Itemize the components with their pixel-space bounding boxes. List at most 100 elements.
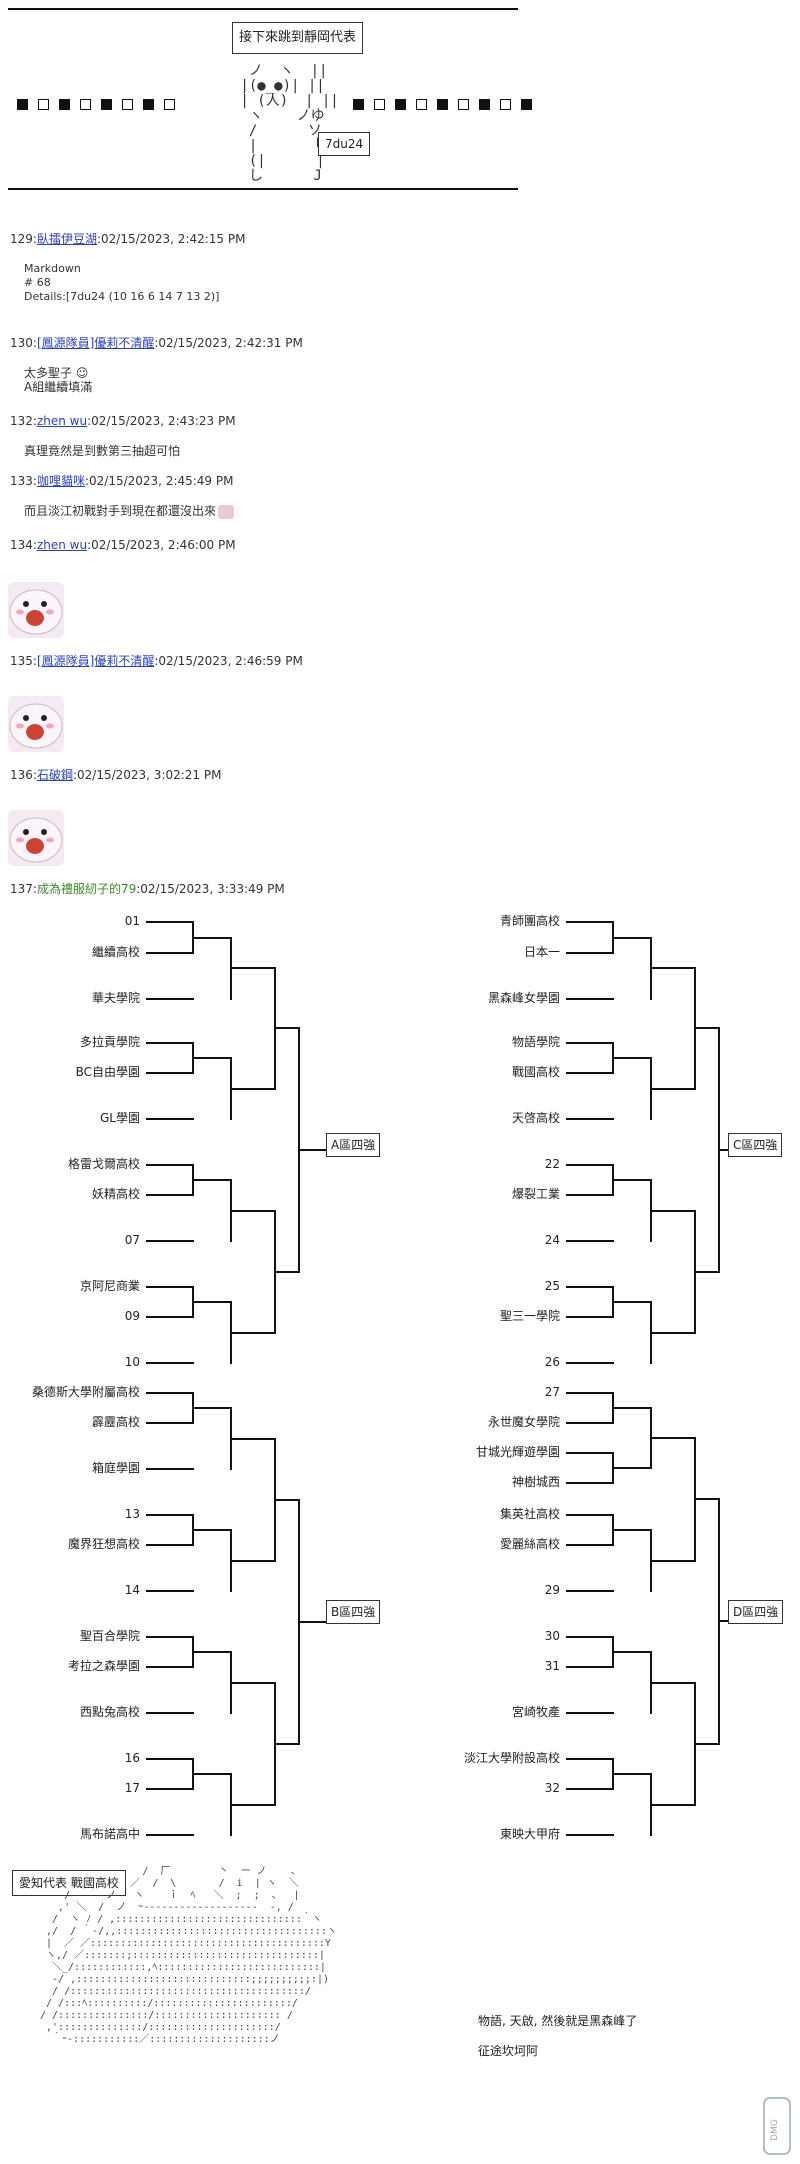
post-time: :02/15/2023, 2:46:59 PM: [154, 654, 303, 668]
bracket-line: [694, 1437, 696, 1562]
bracket-line: [274, 1270, 300, 1273]
user-link[interactable]: zhen wu: [36, 414, 88, 428]
bracket-line: [230, 1087, 276, 1090]
bracket-line: [650, 1301, 652, 1364]
post-body: 太多聖子 ☺ A組繼續填滿: [24, 366, 93, 394]
bracket-stub: [566, 1316, 614, 1318]
bracket-line: [192, 1392, 194, 1424]
team-name-left: 西點兔高校: [79, 1705, 140, 1719]
user-link[interactable]: [鳳源隊員]優莉不清醒: [36, 336, 155, 350]
bracket-line: [192, 936, 232, 939]
post-number: 130:: [10, 336, 37, 350]
bracket-line: [612, 1529, 652, 1531]
bracket-line: [192, 1179, 232, 1181]
bracket-line: [192, 1758, 194, 1790]
bracket-line: [612, 1636, 614, 1668]
bracket-line: [230, 1651, 232, 1714]
laughing-face-sticker-icon: [8, 696, 64, 752]
bracket-line: [650, 1559, 696, 1562]
bracket-line: [192, 1651, 232, 1653]
team-name-right: 神樹城西: [511, 1475, 560, 1489]
footer-label-box: 愛知代表 戰國高校: [12, 1870, 126, 1896]
post-body: Markdown # 68 Details:[7du24 (10 16 6 14…: [24, 262, 220, 303]
bracket-line: [192, 1529, 232, 1531]
bracket-line: [612, 1179, 652, 1181]
post-header: 130:[鳳源隊員]優莉不清醒:02/15/2023, 2:42:31 PM: [10, 336, 303, 350]
bracket-stub: [566, 1482, 614, 1484]
team-name-right: 29: [544, 1583, 560, 1597]
bracket-line: [230, 1803, 276, 1806]
bracket-line: [192, 1407, 232, 1409]
team-name-right: 31: [544, 1659, 560, 1673]
footer-comment-2: 征途坎坷阿: [478, 2044, 539, 2058]
post-number: 134:: [10, 538, 37, 552]
bracket-stub: [566, 1712, 614, 1714]
team-name-right: 爆裂工業: [511, 1187, 560, 1201]
team-name-right: 愛麗絲高校: [499, 1537, 560, 1551]
user-link[interactable]: 成為禮服紉子的79: [36, 882, 137, 896]
user-link[interactable]: 臥擂伊豆湖: [36, 232, 97, 246]
post-number: 137:: [10, 882, 37, 896]
bracket-stub: [146, 1788, 194, 1790]
bracket-line: [650, 1803, 696, 1806]
team-name-right: 22: [544, 1157, 560, 1171]
user-link[interactable]: 咖哩貓咪: [36, 474, 85, 488]
bracket-line: [612, 921, 614, 954]
bracket-stub: [146, 1316, 194, 1318]
team-name-right: 聖三一學院: [499, 1309, 560, 1323]
bracket-line: [274, 1498, 300, 1501]
bracket-stub: [566, 1164, 614, 1166]
group-b-box: B區四強: [326, 1600, 381, 1624]
bracket-line: [298, 1498, 300, 1745]
team-name-right: 24: [544, 1233, 560, 1247]
bracket-line: [650, 1681, 696, 1684]
bracket-line: [192, 1773, 232, 1775]
team-name-right: 青師團高校: [499, 914, 560, 928]
team-name-right: 集英社高校: [499, 1507, 560, 1521]
footer-comment-1: 物語, 天啟, 然後就是黑森峰了: [478, 2014, 638, 2028]
team-name-left: 17: [124, 1781, 140, 1795]
user-link[interactable]: [鳳源隊員]優莉不清醒: [36, 654, 155, 668]
user-link[interactable]: 石破鋼: [36, 768, 73, 782]
post-number: 132:: [10, 414, 37, 428]
team-name-left: 魔界狂想高校: [67, 1537, 140, 1551]
bracket-stub: [146, 1514, 194, 1516]
bracket-stub: [146, 1072, 194, 1074]
team-name-left: 13: [124, 1507, 140, 1521]
bracket-line: [230, 1559, 276, 1562]
team-name-right: 30: [544, 1629, 560, 1643]
bracket-line: [612, 1057, 652, 1059]
team-name-left: 霹靂高校: [91, 1415, 140, 1429]
bracket-line: [192, 1042, 194, 1074]
bracket-line: [612, 1651, 652, 1653]
bracket-line: [650, 1179, 652, 1242]
bracket-stub: [566, 1042, 614, 1044]
post-time: :02/15/2023, 3:33:49 PM: [136, 882, 285, 896]
team-name-left: BC自由學園: [75, 1065, 140, 1079]
bracket-line: [694, 1742, 720, 1745]
post-body: 真理竟然是到數第三抽超可怕: [24, 444, 181, 458]
bracket-line: [192, 921, 194, 954]
user-link[interactable]: zhen wu: [36, 538, 88, 552]
bracket-line: [612, 1407, 652, 1409]
team-name-left: GL學園: [100, 1111, 140, 1125]
bracket-line: [612, 1042, 614, 1074]
code-box: 7du24: [318, 132, 371, 156]
bracket-stub: [146, 1392, 194, 1394]
ascii-art-group: / 厂 丶 ー ノ 、 ／ / \ / i | ヽ ＼ / ノ ヽ ｉ ﾍ ＼ …: [40, 1866, 337, 2045]
bracket-line: [230, 1681, 276, 1684]
bracket-stub: [146, 1544, 194, 1546]
bracket-stub: [566, 1422, 614, 1424]
bracket-line: [694, 1681, 696, 1806]
team-name-left: 桑德斯大學附屬高校: [31, 1385, 140, 1399]
bracket-line: [612, 1452, 614, 1484]
bracket-line: [612, 1514, 614, 1546]
bracket-line: [650, 1437, 696, 1439]
bracket-line: [612, 1773, 652, 1775]
bracket-line: [192, 1636, 194, 1668]
post-number: 136:: [10, 768, 37, 782]
team-name-right: 黑森峰女學園: [487, 991, 560, 1005]
laughing-face-sticker-icon: [8, 582, 64, 638]
bracket-line: [230, 1301, 232, 1364]
